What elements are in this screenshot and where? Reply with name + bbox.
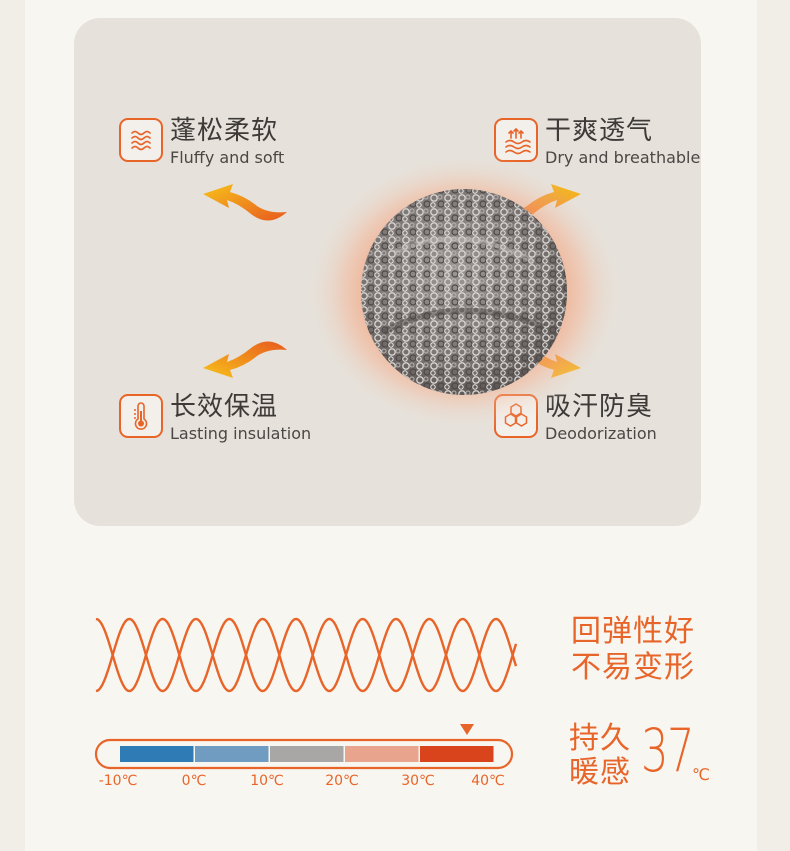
temperature-segment <box>195 746 269 762</box>
warmth-temperature-value: 37 <box>641 716 695 786</box>
feature-subtitle: Deodorization <box>545 424 657 443</box>
arrow-bottom-left-icon <box>203 341 287 378</box>
temperature-label: -10℃ <box>98 773 138 789</box>
slogan-line: 暖感 <box>569 755 631 790</box>
slogan-line: 持久 <box>569 721 631 756</box>
temperature-labels: -10℃ 0℃ 10℃ 20℃ 30℃ 40℃ <box>94 773 516 793</box>
feature-title: 长效保温 <box>170 392 279 422</box>
temperature-segment <box>270 746 344 762</box>
temperature-segment <box>345 746 419 762</box>
feature-fluffy: 蓬松柔软 Fluffy and soft <box>119 116 284 168</box>
temperature-label: 40℃ <box>471 773 505 789</box>
temperature-label: 10℃ <box>250 773 284 789</box>
arrow-top-left-icon <box>203 184 287 221</box>
warmth-slogan: 持久 暖感 <box>569 722 631 790</box>
feature-title: 干爽透气 <box>545 116 654 146</box>
thermometer-icon <box>119 394 163 438</box>
warmth-temperature-unit: ℃ <box>692 765 710 784</box>
temperature-indicator-icon <box>460 724 474 735</box>
slogan-line: 不易变形 <box>571 650 695 685</box>
temperature-segment <box>420 746 494 762</box>
elastic-wave-graphic <box>95 617 518 693</box>
temperature-scale-bar <box>94 724 514 770</box>
temperature-label: 30℃ <box>401 773 435 789</box>
feature-card: 蓬松柔软 Fluffy and soft 干爽透气 Dry and breath… <box>74 18 701 526</box>
feature-subtitle: Lasting insulation <box>170 424 312 443</box>
fabric-closeup-image <box>304 152 624 432</box>
feature-breathable: 干爽透气 Dry and breathable <box>494 116 700 168</box>
slogan-line: 回弹性好 <box>571 614 695 649</box>
breathable-icon <box>494 118 538 162</box>
fluffy-layers-icon <box>119 118 163 162</box>
temperature-label: 20℃ <box>325 773 359 789</box>
feature-insulation: 长效保温 Lasting insulation <box>119 392 311 444</box>
elasticity-slogan: 回弹性好 不易变形 <box>571 614 721 686</box>
feature-subtitle: Dry and breathable <box>545 148 701 167</box>
feature-title: 蓬松柔软 <box>170 116 279 146</box>
temperature-segment <box>120 746 194 762</box>
feature-subtitle: Fluffy and soft <box>170 148 285 167</box>
temperature-label: 0℃ <box>181 773 207 789</box>
